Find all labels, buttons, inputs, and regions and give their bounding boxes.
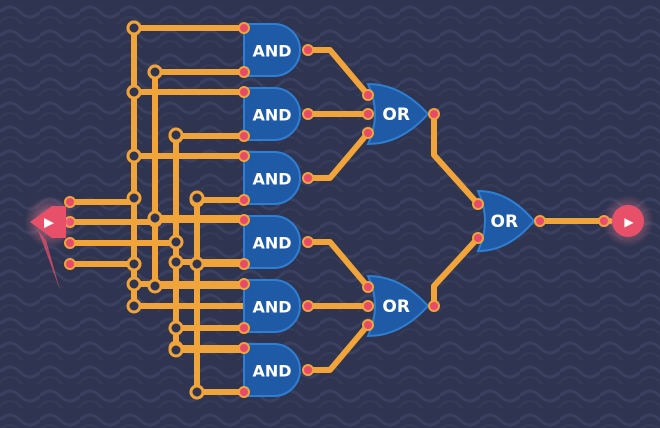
wire-junction	[126, 84, 142, 100]
gate-pin	[362, 300, 374, 312]
wire-junction	[189, 256, 205, 272]
wire-junction	[189, 384, 205, 400]
gate-pin	[238, 322, 250, 334]
and-gate-1[interactable]: AND	[243, 23, 301, 77]
wire-junction	[126, 20, 142, 36]
wire	[305, 239, 371, 290]
gate-pin	[472, 232, 484, 244]
or-gate-final[interactable]: OR	[476, 189, 536, 253]
play-icon: ▶	[44, 216, 54, 231]
wire	[431, 111, 481, 207]
gate-pin	[362, 89, 374, 101]
and-gate-6[interactable]: AND	[243, 343, 301, 397]
gate-pin	[302, 300, 314, 312]
gate-pin	[238, 150, 250, 162]
wire-junction	[147, 278, 163, 294]
gate-pin	[362, 108, 374, 120]
gate-pin	[534, 215, 546, 227]
wire	[305, 322, 371, 373]
gate-pin	[428, 300, 440, 312]
gate-pin	[238, 278, 250, 290]
gate-label: AND	[252, 298, 291, 317]
gate-pin	[238, 130, 250, 142]
gate-pin	[238, 386, 250, 398]
wire	[305, 47, 371, 98]
wire-junction	[168, 342, 184, 358]
wire-junction	[126, 298, 142, 314]
gate-pin	[362, 127, 374, 139]
gate-pin	[428, 108, 440, 120]
and-gate-3[interactable]: AND	[243, 151, 301, 205]
wire-junction	[189, 190, 205, 206]
gate-label: AND	[252, 170, 291, 189]
gate-label: AND	[252, 362, 291, 381]
or-gate-1[interactable]: OR	[366, 82, 430, 146]
gate-pin	[472, 198, 484, 210]
gate-label: OR	[491, 212, 519, 232]
wire-junction	[168, 127, 184, 143]
gate-pin	[302, 172, 314, 184]
gate-pin	[238, 214, 250, 226]
and-gate-2[interactable]: AND	[243, 87, 301, 141]
wire-junction	[126, 148, 142, 164]
gate-label: OR	[382, 297, 410, 317]
output-terminal[interactable]: ▶	[602, 195, 654, 247]
wire	[305, 130, 371, 181]
gate-pin	[64, 258, 76, 270]
wire-junction	[147, 64, 163, 80]
wire-junction	[168, 234, 184, 250]
gates: AND AND AND AND AND AND OR OR OR	[64, 22, 610, 398]
input-terminal[interactable]: ▶	[24, 196, 76, 290]
gate-label: AND	[252, 106, 291, 125]
wire-junction	[126, 276, 142, 292]
wire	[431, 235, 481, 309]
play-icon: ▶	[624, 215, 634, 229]
gate-label: AND	[252, 234, 291, 253]
gate-pin	[238, 258, 250, 270]
gate-pin	[302, 44, 314, 56]
gate-label: AND	[252, 42, 291, 61]
wire-junction	[168, 320, 184, 336]
gate-pin	[302, 236, 314, 248]
gate-pin	[302, 364, 314, 376]
gate-pin	[238, 194, 250, 206]
gate-label: OR	[382, 105, 410, 125]
gate-pin	[362, 319, 374, 331]
wire-junction	[126, 256, 142, 272]
wires	[67, 25, 613, 395]
gate-pin	[238, 66, 250, 78]
wire-junction	[147, 210, 163, 226]
or-gate-2[interactable]: OR	[366, 274, 430, 338]
gate-pin	[238, 22, 250, 34]
wire-junction	[168, 254, 184, 270]
gate-pin	[238, 342, 250, 354]
and-gate-4[interactable]: AND	[243, 215, 301, 269]
wire-junction	[126, 190, 142, 206]
and-gate-5[interactable]: AND	[243, 279, 301, 333]
gate-pin	[238, 86, 250, 98]
junctions	[126, 20, 205, 400]
gate-pin	[362, 281, 374, 293]
gate-pin	[302, 108, 314, 120]
